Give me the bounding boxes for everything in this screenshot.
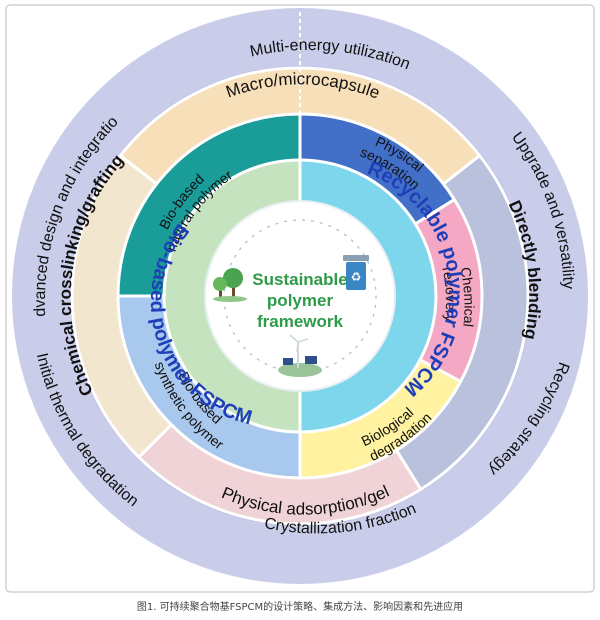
recycle-bin-icon: ♻ — [343, 255, 369, 290]
center-line1: Sustainable — [252, 270, 347, 289]
category-chemical-recovery-line2: recovery — [439, 265, 459, 323]
center-line2: polymer — [267, 291, 334, 310]
tree-icon — [213, 268, 247, 302]
wind-solar-icon — [278, 334, 322, 377]
svg-text:♻: ♻ — [351, 270, 362, 284]
center-line3: framework — [257, 312, 344, 331]
figure-caption: 图1. 可持续聚合物基FSPCM的设计策略、集成方法、影响因素和先进应用 — [136, 602, 464, 613]
center-label: Sustainable polymer framework — [252, 270, 347, 331]
category-chemical-recovery-line1: Chemical — [457, 266, 477, 328]
